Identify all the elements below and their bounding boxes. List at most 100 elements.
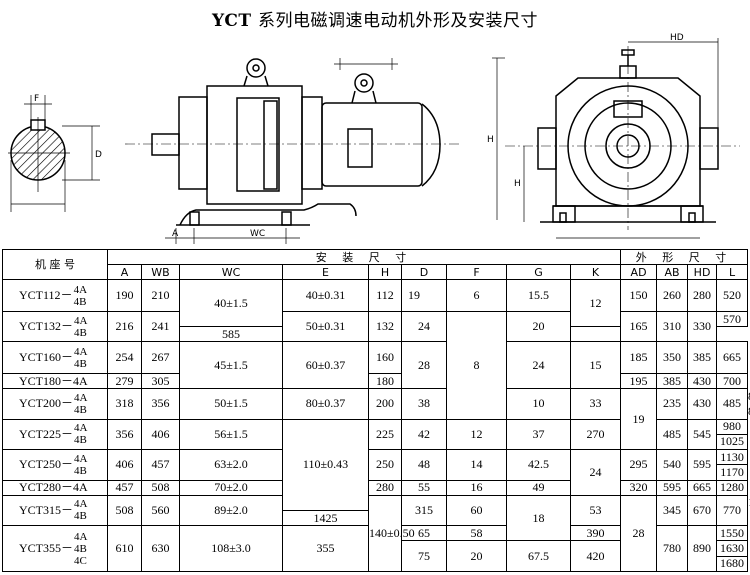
cell-h: 200 [368,388,402,420]
cell-f: 6 [446,279,507,312]
cell-f: 12 [446,418,507,451]
motor-drawings: F D A WC HD H H [8,33,740,244]
table-row: 1425 [3,509,748,527]
side-view-drawing [125,58,460,244]
cell-h: 315 [401,494,447,527]
cell-wb: 241 [141,310,180,343]
cell-hd: 385 [687,341,718,374]
cell-ad: 320 [620,479,658,496]
outline-dims-header: 外 形 尺 寸 [620,248,749,266]
cell-ab: 780 [656,525,689,572]
cell-ad: 390 [569,525,622,542]
cell-l: 665 [716,341,749,374]
cell-l: 1550 [716,525,749,542]
cell-g: 42.5 [506,449,571,481]
cell-d: 60 [446,494,507,527]
cell-f: 10 [506,388,571,420]
cell-wc: 70±2.0 [179,479,283,496]
cell-a: 254 [107,341,142,374]
cell-k: 24 [569,449,622,496]
cell-k: 19 [620,388,658,451]
cell-wb: 406 [141,418,180,451]
cell-hd: 890 [687,525,718,572]
cell-l: 1425 [282,509,369,527]
cell-ab: 385 [656,372,689,390]
cell-g: 37 [506,418,571,451]
cell-g: 67.5 [506,540,571,572]
cell-ab: 670 [687,494,718,527]
cell-d: 48 [401,449,447,481]
cell-d: 38 [401,388,447,420]
cell-h: 132 [368,310,402,343]
cell-wc: 63±2.0 [179,449,283,481]
col-header-e: E [282,264,369,281]
label-shaft-f: F [34,94,39,104]
cell-ad: 420 [569,540,622,572]
cell-ab: 260 [656,279,689,312]
cell-g: 58 [446,525,507,542]
cell-ab: 595 [656,479,689,496]
model-header: 机 座 号 [2,248,108,281]
cell-g: 15.5 [506,279,571,312]
cell-h: 250 [368,449,402,481]
table-row: 1680 [3,555,749,573]
cell-a: 190 [107,279,142,312]
label-side-a: A [172,229,179,239]
cell-g: 33 [569,388,622,420]
cell-wb: 267 [141,341,180,374]
cell-wb: 305 [141,372,180,390]
cell-a: 216 [107,310,142,343]
cell-g: 20 [506,310,571,343]
cell-d: 55 [401,479,447,496]
cell-ad: 195 [620,372,658,390]
cell-f: 8 [446,310,507,420]
cell-l: 1280 [716,479,749,496]
cell-h: 180 [368,372,402,390]
cell-d: 75 [401,540,447,572]
cell-hd: 280 [687,279,718,312]
cell-d: 65 [401,525,447,542]
col-header-ab: AB [656,264,689,281]
cell-wb: 210 [141,279,180,312]
title-text: 系列电磁调速电动机外形及安装尺寸 [257,11,538,31]
cell-k: 15 [569,341,622,390]
cell-h: 112 [368,279,402,312]
col-header-l: L [716,264,749,281]
cell-wc: 50±1.5 [179,388,283,420]
cell-wc: 56±1.5 [179,418,283,451]
model-cell: YCT280－4A [2,479,108,496]
col-header-wc: WC [179,264,283,281]
cell-a: 457 [107,479,142,496]
cell-l: 1680 [716,555,749,573]
table-row: 585 [3,326,748,343]
cell-hd: 545 [687,418,718,451]
table-row: 75 20 67.5 420 1630 [3,540,749,572]
cell-ad: 185 [620,341,658,374]
cell-ad: 270 [569,418,622,451]
col-header-h: H [368,264,402,281]
cell-g: 49 [506,479,571,496]
col-header-wb: WB [141,264,180,281]
label-side-wc: WC [250,229,265,239]
table-row: YCT280－4A 457 508 70±2.0 280 55 16 49 32… [2,479,749,496]
label-front-h-outer: H [487,135,494,145]
cell-d: 28 [401,341,447,390]
model-cell: YCT180－4A [2,372,108,390]
cell-k: 28 [620,494,658,573]
cell-l: 1025 [716,433,749,451]
cell-e: 60±0.37 [282,341,369,390]
cell-wb: 356 [141,388,180,420]
cell-ab: 310 [656,310,689,343]
cell-a: 318 [107,388,142,420]
cell-d: 19 [401,279,447,312]
cell-a: 610 [107,525,142,572]
